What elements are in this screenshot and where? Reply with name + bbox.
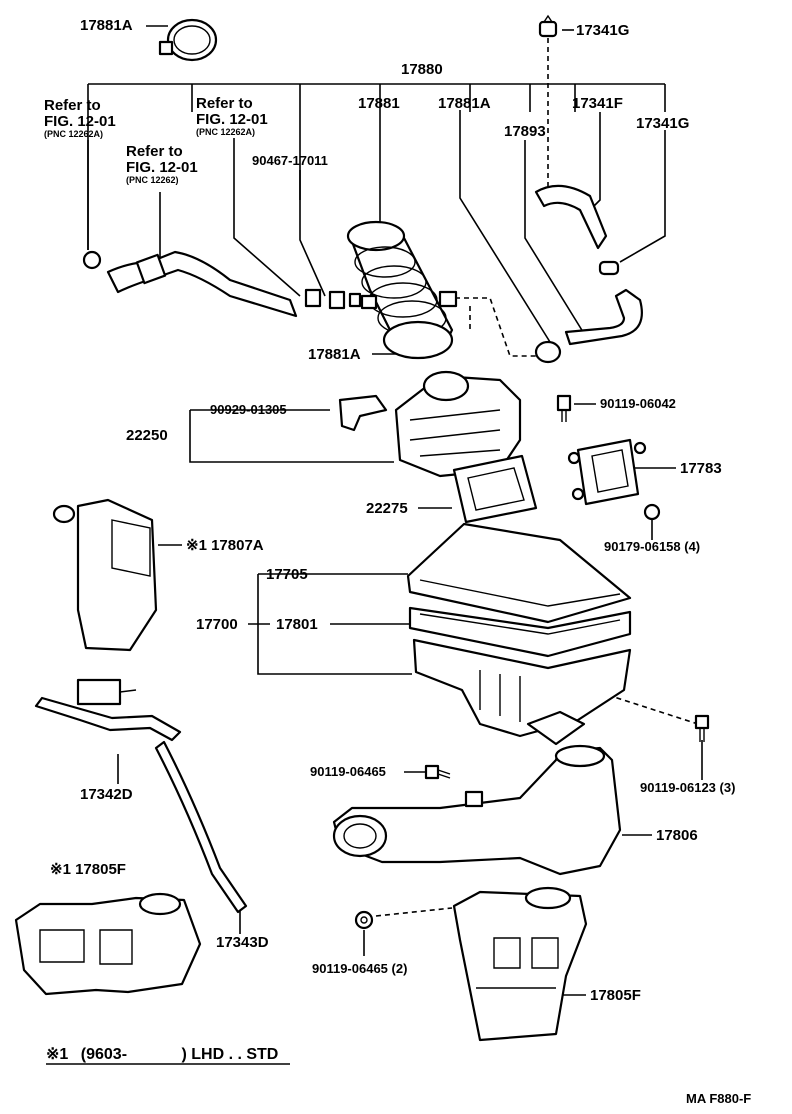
label-17881A-top: 17881A: [80, 17, 133, 34]
bracket-17783: [567, 438, 647, 506]
ref-a-line2: FIG. 12-01: [44, 112, 116, 130]
label-17801: 17801: [276, 616, 318, 633]
footnote-text-2: ) LHD . . STD: [181, 1046, 279, 1063]
leader-lines: [87, 25, 703, 996]
label-17881: 17881: [358, 95, 400, 112]
ref-c-line2: FIG. 12-01: [196, 110, 268, 128]
label-17805F-right: 17805F: [590, 987, 641, 1004]
label-17341G-top: 17341G: [576, 22, 630, 39]
clip-17341G-top: [538, 14, 558, 38]
label-17805F-left: ※1 17805F: [50, 861, 126, 878]
label-90119-06465-a: 90119-06465: [310, 764, 386, 779]
hose-17341F: [534, 184, 620, 276]
ref-b-line3: (PNC 12262): [126, 174, 179, 185]
label-17806: 17806: [656, 827, 698, 844]
hose-17342D: [34, 678, 248, 914]
ref-c-line1: Refer to: [196, 95, 253, 112]
duct-17805F-left: [14, 892, 202, 996]
bolt-90119-06465-a: [424, 764, 451, 780]
intake-hose-17881: [346, 220, 458, 360]
label-17341F: 17341F: [572, 95, 623, 112]
filter-element-17801: [408, 606, 632, 658]
air-cleaner-cap-17705: [406, 522, 632, 624]
nut-90179: [643, 503, 661, 521]
intake-duct-17806: [332, 744, 622, 876]
label-17342D: 17342D: [80, 786, 133, 803]
label-90119-06465-b: 90119-06465 (2): [312, 961, 408, 976]
label-17343D: 17343D: [216, 934, 269, 951]
air-flow-meter-22250: [394, 370, 522, 478]
ref-a-line3: (PNC 12262A): [44, 128, 104, 139]
diagram-code: MA F880-F: [686, 1091, 752, 1106]
air-cleaner-case-17700: [412, 638, 632, 746]
ref-fig-12-01-a: Refer to FIG. 12-01 (PNC 12262A): [44, 98, 116, 139]
label-17783: 17783: [680, 460, 722, 477]
label-22250: 22250: [126, 427, 168, 444]
label-17341G-right: 17341G: [636, 115, 690, 132]
label-90929-01305: 90929-01305: [210, 402, 287, 417]
clamp-17881A-top: [158, 18, 218, 62]
ref-b-line2: FIG. 12-01: [126, 158, 198, 176]
footnote-mark: ※1: [46, 1046, 69, 1063]
footnote-text: (9603-: [80, 1046, 128, 1063]
ref-fig-12-01-b: Refer to FIG. 12-01 (PNC 12262): [126, 144, 198, 185]
hose-17893: [534, 288, 643, 364]
label-90119-06123: 90119-06123 (3): [640, 780, 736, 795]
label-90179-06158: 90179-06158 (4): [604, 539, 701, 554]
label-17807A: ※1 17807A: [186, 537, 264, 554]
clamps-90467: [304, 288, 362, 310]
bolt-90119-06123: [694, 714, 710, 742]
ref-b-line1: Refer to: [126, 143, 183, 160]
washer-90119-06465-b: [354, 910, 374, 930]
label-17893: 17893: [504, 123, 546, 140]
gasket-22275: [452, 454, 538, 524]
footnote: ※1 (9603- ) LHD . . STD: [46, 1044, 278, 1064]
ref-fig-12-01-c: Refer to FIG. 12-01 (PNC 12262A): [196, 96, 268, 137]
label-90119-06042: 90119-06042: [600, 396, 676, 411]
duct-17805F-right: [452, 886, 588, 1042]
hose-left: [82, 250, 298, 318]
label-17700: 17700: [196, 616, 238, 633]
bracket-90929: [338, 394, 388, 432]
label-17705: 17705: [266, 566, 308, 583]
label-17880: 17880: [401, 61, 443, 78]
label-17881A-low: 17881A: [308, 346, 361, 363]
duct-17807A: [52, 498, 158, 652]
ref-a-line1: Refer to: [44, 97, 101, 114]
ref-c-line3: (PNC 12262A): [196, 126, 256, 137]
label-17881A-mid: 17881A: [438, 95, 491, 112]
label-90467-17011: 90467-17011: [252, 153, 328, 168]
bolt-90119-06042: [556, 394, 572, 422]
label-22275: 22275: [366, 500, 408, 517]
